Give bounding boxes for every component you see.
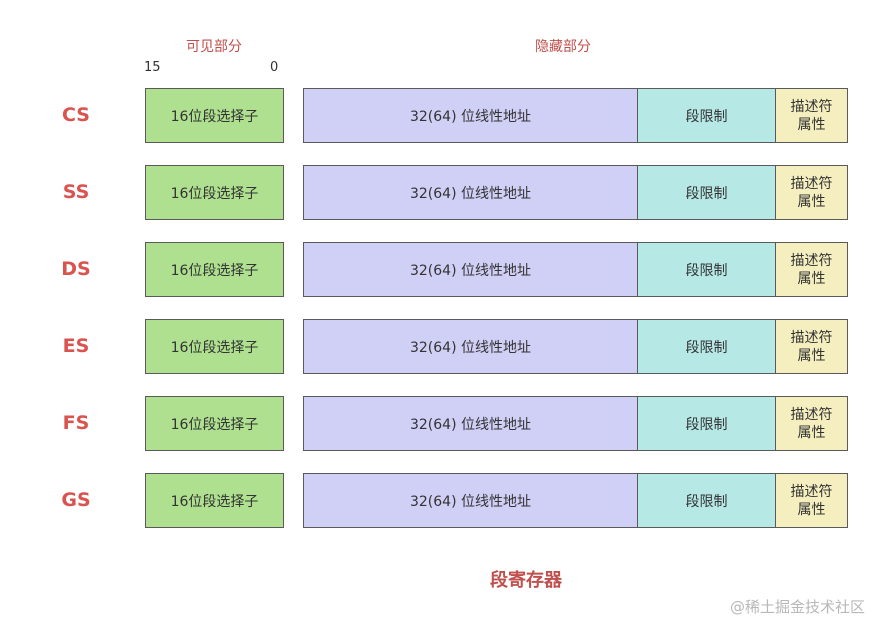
visible-part-label: 可见部分 <box>186 39 242 55</box>
selector-text: 16位段选择子 <box>170 493 259 510</box>
register-row-gs: GS 16位段选择子 32(64) 位线性地址 段限制 描述符属性 <box>0 473 873 528</box>
limit-cell: 段限制 <box>637 473 776 528</box>
selector-text: 16位段选择子 <box>170 262 259 279</box>
limit-text: 段限制 <box>685 262 728 279</box>
base-address-text: 32(64) 位线性地址 <box>409 185 531 202</box>
attribute-cell: 描述符属性 <box>775 242 848 297</box>
hidden-part-label: 隐藏部分 <box>535 39 591 55</box>
register-row-ss: SS 16位段选择子 32(64) 位线性地址 段限制 描述符属性 <box>0 165 873 220</box>
attribute-line2: 属性 <box>797 424 826 441</box>
selector-text: 16位段选择子 <box>170 339 259 356</box>
selector-cell: 16位段选择子 <box>145 396 284 451</box>
base-address-cell: 32(64) 位线性地址 <box>303 319 638 374</box>
bit-low-label: 0 <box>270 60 279 75</box>
attribute-cell: 描述符属性 <box>775 165 848 220</box>
selector-text: 16位段选择子 <box>170 108 259 125</box>
attribute-line2: 属性 <box>797 347 826 364</box>
register-name: ES <box>62 335 90 357</box>
watermark: @稀土掘金技术社区 <box>729 598 865 616</box>
register-name: DS <box>61 258 91 280</box>
selector-cell: 16位段选择子 <box>145 473 284 528</box>
attribute-line1: 描述符 <box>790 406 833 423</box>
base-address-text: 32(64) 位线性地址 <box>409 262 531 279</box>
selector-cell: 16位段选择子 <box>145 165 284 220</box>
attribute-line2: 属性 <box>797 501 826 518</box>
base-address-cell: 32(64) 位线性地址 <box>303 242 638 297</box>
base-address-cell: 32(64) 位线性地址 <box>303 165 638 220</box>
attribute-cell: 描述符属性 <box>775 319 848 374</box>
base-address-cell: 32(64) 位线性地址 <box>303 396 638 451</box>
register-name: GS <box>61 489 91 511</box>
base-address-text: 32(64) 位线性地址 <box>409 339 531 356</box>
selector-text: 16位段选择子 <box>170 185 259 202</box>
base-address-text: 32(64) 位线性地址 <box>409 493 531 510</box>
limit-text: 段限制 <box>685 108 728 125</box>
attribute-line2: 属性 <box>797 270 826 287</box>
attribute-cell: 描述符属性 <box>775 396 848 451</box>
base-address-text: 32(64) 位线性地址 <box>409 416 531 433</box>
register-row-es: ES 16位段选择子 32(64) 位线性地址 段限制 描述符属性 <box>0 319 873 374</box>
attribute-line1: 描述符 <box>790 98 833 115</box>
register-row-cs: CS 16位段选择子 32(64) 位线性地址 段限制 描述符属性 <box>0 88 873 143</box>
base-address-text: 32(64) 位线性地址 <box>409 108 531 125</box>
register-row-ds: DS 16位段选择子 32(64) 位线性地址 段限制 描述符属性 <box>0 242 873 297</box>
bit-high-label: 15 <box>144 60 161 75</box>
selector-cell: 16位段选择子 <box>145 88 284 143</box>
limit-cell: 段限制 <box>637 396 776 451</box>
limit-text: 段限制 <box>685 493 728 510</box>
base-address-cell: 32(64) 位线性地址 <box>303 473 638 528</box>
attribute-line2: 属性 <box>797 193 826 210</box>
attribute-line1: 描述符 <box>790 329 833 346</box>
limit-cell: 段限制 <box>637 242 776 297</box>
limit-cell: 段限制 <box>637 319 776 374</box>
base-address-cell: 32(64) 位线性地址 <box>303 88 638 143</box>
diagram-caption: 段寄存器 <box>490 570 562 591</box>
limit-text: 段限制 <box>685 416 728 433</box>
attribute-line1: 描述符 <box>790 175 833 192</box>
limit-cell: 段限制 <box>637 88 776 143</box>
limit-text: 段限制 <box>685 339 728 356</box>
register-row-fs: FS 16位段选择子 32(64) 位线性地址 段限制 描述符属性 <box>0 396 873 451</box>
selector-text: 16位段选择子 <box>170 416 259 433</box>
register-name: FS <box>62 412 90 434</box>
register-name: CS <box>62 104 90 126</box>
attribute-line1: 描述符 <box>790 483 833 500</box>
register-name: SS <box>62 181 90 203</box>
attribute-cell: 描述符属性 <box>775 473 848 528</box>
attribute-line2: 属性 <box>797 116 826 133</box>
attribute-line1: 描述符 <box>790 252 833 269</box>
selector-cell: 16位段选择子 <box>145 319 284 374</box>
attribute-cell: 描述符属性 <box>775 88 848 143</box>
limit-cell: 段限制 <box>637 165 776 220</box>
selector-cell: 16位段选择子 <box>145 242 284 297</box>
limit-text: 段限制 <box>685 185 728 202</box>
